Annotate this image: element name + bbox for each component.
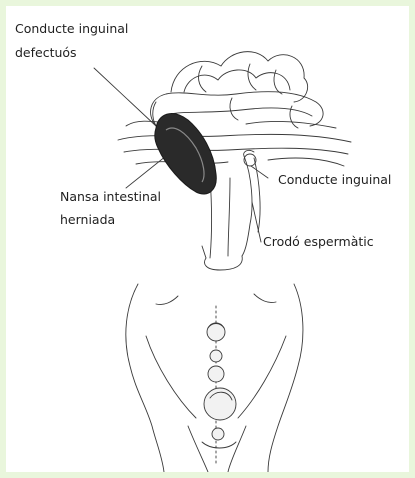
illustration-panel: Conducte inguinal defectuós Conducte ing… xyxy=(6,6,409,472)
label-defective-inguinal-canal-line1: Conducte inguinal xyxy=(15,20,128,37)
herniated-intestinal-loop xyxy=(155,114,217,194)
label-spermatic-cord: Crodó espermàtic xyxy=(263,233,374,250)
label-defective-inguinal-canal-line2: defectuós xyxy=(15,44,77,61)
label-herniated-loop-line2: herniada xyxy=(60,211,115,228)
intestine-coils xyxy=(118,52,351,166)
label-inguinal-canal: Conducte inguinal xyxy=(278,171,391,188)
label-herniated-loop-line1: Nansa intestinal xyxy=(60,188,161,205)
hernia-sac-chain xyxy=(204,306,236,466)
